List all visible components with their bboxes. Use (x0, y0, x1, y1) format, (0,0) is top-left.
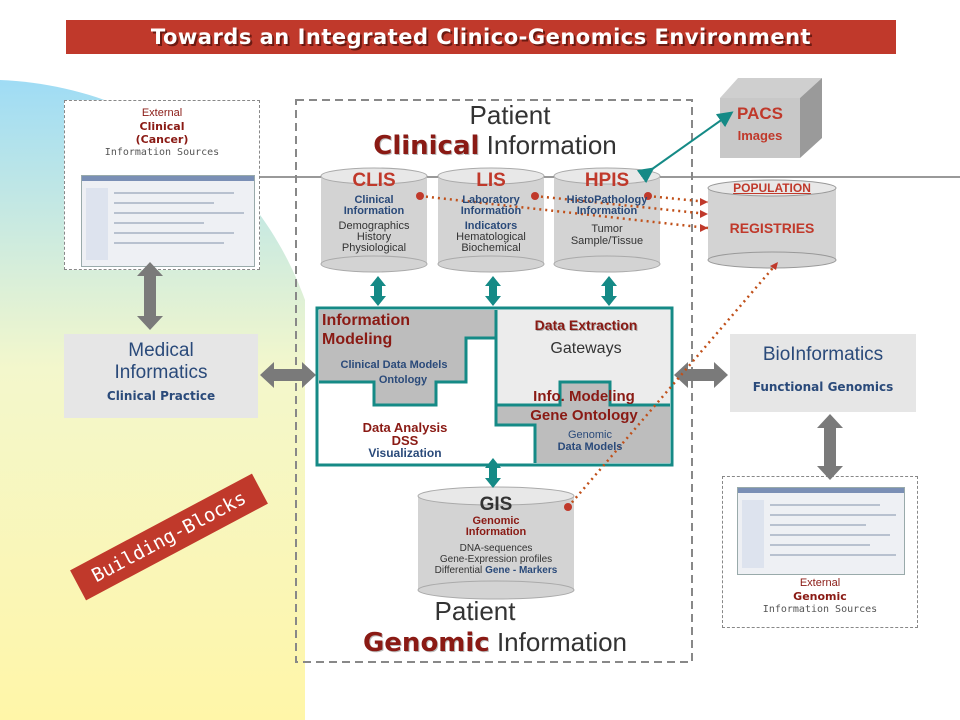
pacs-label: PACS Images (720, 104, 800, 143)
hpis-sub1: HistoPathology (566, 194, 648, 206)
genomic-label: Genomic (567, 429, 613, 441)
clis-sub2: Information (343, 205, 405, 217)
dss-label: DSS (391, 433, 419, 448)
gis-item-1: Gene-Expression profiles (439, 554, 553, 565)
bioinformatics-title: BioInformatics (762, 344, 884, 365)
genomic-header-patient: Patient (434, 596, 516, 626)
arrow-ext-clinical-medical (137, 262, 163, 330)
genomic-header-genomic: Genomic (362, 628, 490, 658)
medical-informatics-panel: Medical Informatics Clinical Practice (64, 334, 258, 418)
genomic-source-screenshot (737, 487, 905, 575)
clis-cylinder (320, 167, 428, 273)
data-analysis-label: Data Analysis (362, 420, 448, 435)
genomic-header: Patient Genomic Information (300, 596, 690, 658)
arrow-hpis-center (601, 276, 617, 306)
ext-clinical-line4: Information Sources (104, 147, 220, 158)
dotted-links (419, 194, 779, 508)
clis-sub1: Clinical (354, 194, 394, 206)
registries-cylinder (707, 179, 837, 269)
ontology-label: Ontology (378, 374, 428, 386)
data-extraction-label: Data Extraction (534, 317, 638, 333)
genomic-models-label: Genomic Data Models (530, 429, 650, 453)
clinical-source-screenshot (81, 175, 255, 267)
visualization-label: Visualization (368, 446, 442, 460)
genomic-header-information: Information (496, 627, 628, 657)
page-title: Towards an Integrated Clinico-Genomics E… (66, 20, 896, 54)
info-modeling-line2: Modeling (322, 331, 393, 348)
pacs-subtitle: Images (737, 128, 783, 143)
external-clinical-box: External Clinical (Cancer) Information S… (64, 100, 260, 270)
ext-clinical-line2: Clinical (139, 120, 185, 133)
lis-item-2: Biochemical (461, 242, 521, 254)
gis-last-bold: Gene - Markers (485, 565, 558, 576)
lis-item-0: Indicators (464, 220, 518, 232)
gis-sub2: Information (465, 526, 527, 538)
arrow-lis-center (485, 276, 501, 306)
ext-clinical-line1: External (141, 107, 183, 119)
hpis-text: HPIS HistoPathology Information Tumor Sa… (554, 170, 660, 247)
clis-title: CLIS (352, 170, 396, 191)
clinical-header: Patient Clinical Information (300, 100, 690, 160)
lis-sub2: Information (460, 205, 522, 217)
gis-text: GIS Genomic Information DNA-sequences Ge… (418, 494, 574, 576)
clis-text: CLIS Clinical Information Demographics H… (321, 170, 427, 254)
gis-title: GIS (479, 494, 513, 515)
bioinformatics-subtitle: Functional Genomics (752, 380, 894, 394)
hpis-title: HPIS (584, 170, 630, 191)
lis-title: LIS (476, 170, 506, 191)
registries-top-label: POPULATION (733, 181, 811, 195)
medical-informatics-title1: Medical (128, 340, 194, 361)
external-genomic-box: External Genomic Information Sources (722, 476, 918, 628)
ext-genomic-line3: Information Sources (762, 604, 878, 615)
gis-item-0: DNA-sequences (459, 543, 533, 554)
arrow-hpis-pacs (636, 111, 734, 184)
gene-ontology-label: Gene Ontology (530, 407, 638, 424)
lis-item-1: Hematological (456, 231, 526, 243)
bioinformatics-panel: BioInformatics Functional Genomics (730, 334, 916, 412)
info-modeling-line1: Information (322, 312, 410, 329)
central-puzzle (315, 306, 674, 467)
pacs-title: PACS (737, 104, 783, 123)
arrow-clis-center (370, 276, 386, 306)
data-models-label: Data Models (557, 441, 623, 453)
dotted-link-dots (416, 192, 778, 511)
data-analysis-group: Data Analysis DSS Visualization (340, 421, 470, 460)
clinical-header-patient: Patient (469, 100, 551, 130)
gis-cylinder (417, 486, 575, 600)
lis-sub1: Laboratory (462, 194, 520, 206)
lis-text: LIS Laboratory Information Indicators He… (438, 170, 544, 254)
arrow-bioinformatics-ext-genomic (817, 414, 843, 480)
arrow-medical-center (260, 362, 316, 388)
clis-item-0: Demographics (338, 220, 410, 232)
registries-label: REGISTRIES (729, 220, 815, 236)
medical-informatics-subtitle: Clinical Practice (106, 389, 216, 403)
clis-item-1: History (356, 231, 392, 243)
lis-cylinder (437, 167, 545, 273)
hpis-sub2: Information (576, 205, 638, 217)
clis-item-2: Physiological (341, 242, 407, 254)
info-modeling-title: Information Modeling (322, 311, 472, 349)
arrow-center-bioinformatics (674, 362, 728, 388)
gis-item-2: Differential Gene - Markers (418, 565, 574, 576)
clinical-data-models: Clinical Data Models (340, 359, 448, 371)
gateways-label: Gateways (550, 340, 622, 357)
arrow-center-gis (485, 458, 501, 488)
hpis-item-0: Tumor (591, 223, 623, 235)
info-modeling2-label: Info. Modeling (533, 388, 635, 405)
ext-clinical-line3: (Cancer) (135, 133, 189, 146)
ext-genomic-line2: Genomic (793, 590, 847, 603)
gis-sub1: Genomic (472, 515, 520, 527)
clinical-header-information: Information (486, 130, 617, 160)
gis-last-prefix: Differential (434, 565, 483, 576)
medical-informatics-title2: Informatics (114, 362, 208, 383)
clinical-header-clinical: Clinical (373, 131, 480, 161)
hpis-item-1: Sample/Tissue (570, 235, 644, 247)
ext-genomic-line1: External (799, 577, 841, 589)
